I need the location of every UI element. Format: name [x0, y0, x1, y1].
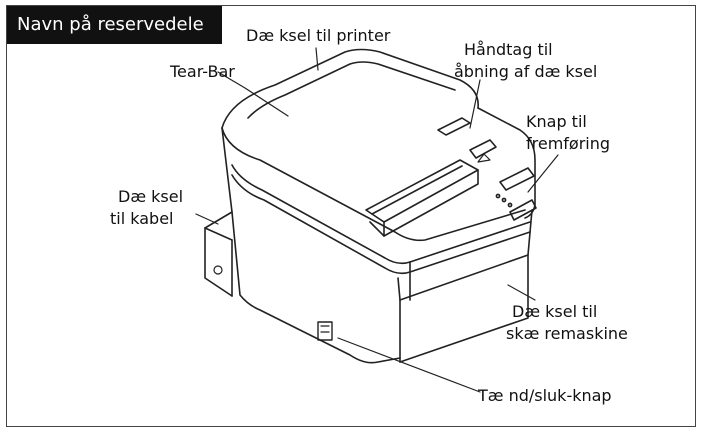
label-cover-handle-2: åbning af dæ ksel — [454, 62, 598, 81]
label-tear-bar: Tear-Bar — [170, 62, 235, 81]
printer-body — [221, 48, 536, 364]
label-cutter-cover-2: skæ remaskine — [506, 324, 628, 343]
leader-lines — [195, 47, 559, 393]
label-feed-button-2: fremføring — [526, 134, 611, 153]
label-power-switch: Tæ nd/sluk-knap — [478, 386, 612, 405]
label-printer-cover: Dæ ksel til printer — [246, 26, 391, 45]
label-feed-button-1: Knap til — [526, 112, 587, 131]
label-cable-cover-2: til kabel — [110, 209, 174, 228]
feed-button-shape — [495, 167, 537, 221]
label-cutter-cover-1: Dæ ksel til — [512, 302, 598, 321]
label-cable-cover-1: Dæ ksel — [118, 187, 184, 206]
page-title: Navn på reservedele — [7, 6, 222, 44]
cable-cover-shape — [204, 211, 233, 297]
diagram-frame — [6, 5, 696, 427]
cover-handle-shape — [437, 117, 497, 163]
power-switch-shape — [317, 321, 333, 341]
tear-bar-shape — [365, 159, 479, 237]
label-cover-handle-1: Håndtag til — [464, 40, 553, 59]
